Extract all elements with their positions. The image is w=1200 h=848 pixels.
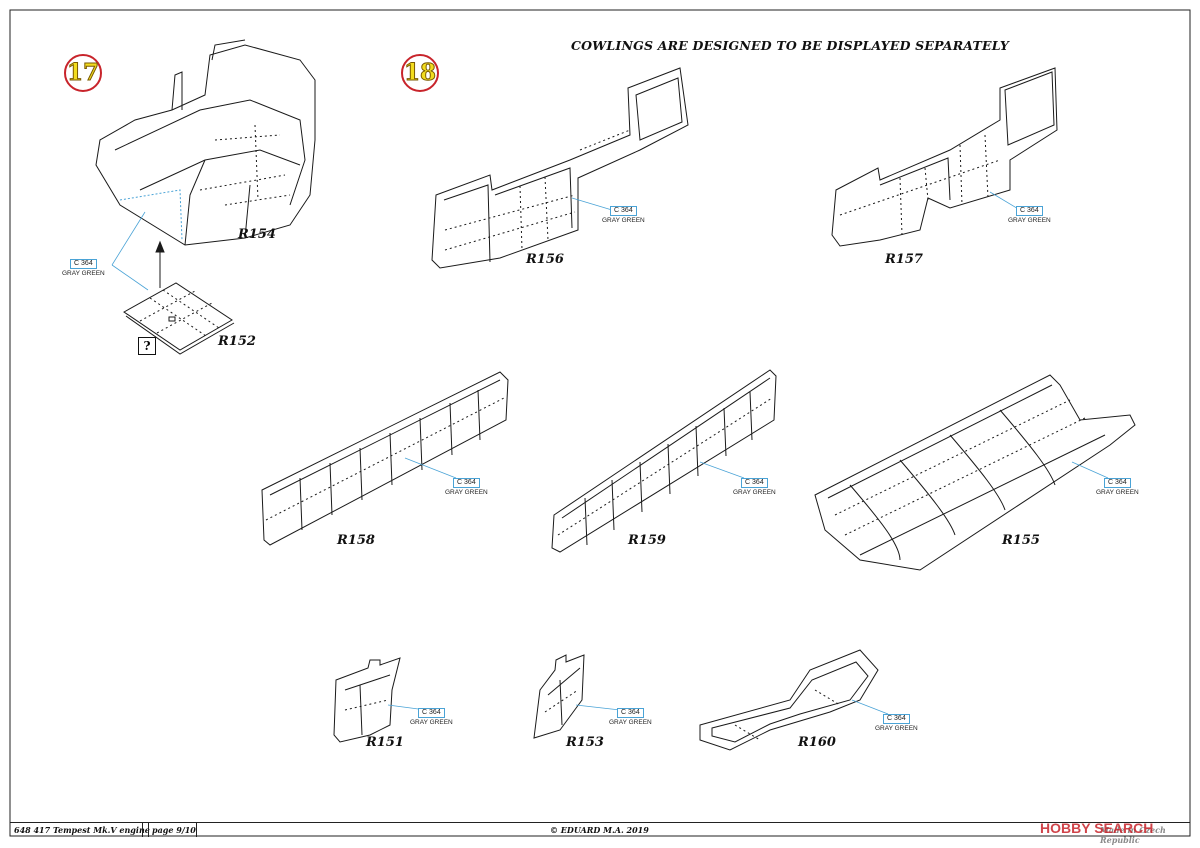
part-label-r154: R154	[238, 227, 276, 242]
part-r153-drawing	[533, 654, 585, 739]
paint-callout: C 364 GRAY GREEN	[1008, 204, 1051, 225]
footer-page: page 9/10	[152, 825, 196, 835]
part-r154-drawing	[95, 39, 316, 246]
paint-callout: C 364 GRAY GREEN	[62, 257, 105, 278]
part-r157-drawing	[831, 67, 1058, 247]
paint-code: C 364	[418, 708, 445, 718]
paint-callout: C 364 GRAY GREEN	[445, 476, 488, 497]
step-number-badge: 17	[64, 54, 102, 92]
paint-callout: C 364 GRAY GREEN	[602, 204, 645, 225]
paint-code: C 364	[1016, 206, 1043, 216]
footer-divider	[148, 823, 149, 837]
footer-divider	[196, 823, 197, 837]
header-note: COWLINGS ARE DESIGNED TO BE DISPLAYED SE…	[570, 38, 1010, 53]
paint-name: GRAY GREEN	[410, 719, 453, 726]
part-label-r151: R151	[366, 735, 404, 750]
unknown-part-box: ?	[138, 337, 156, 355]
watermark-text: HOBBY SEARCH	[1040, 820, 1154, 836]
part-label-r153: R153	[566, 735, 604, 750]
part-label-r152: R152	[218, 334, 256, 349]
paint-code: C 364	[610, 206, 637, 216]
part-label-r156: R156	[526, 252, 564, 267]
leader-line	[571, 197, 613, 211]
part-label-r158: R158	[337, 533, 375, 548]
watermark-logo: HOBBY SEARCH	[1040, 820, 1153, 836]
step-number-badge: 18	[401, 54, 439, 92]
leader-line	[699, 461, 745, 479]
leader-line	[404, 457, 457, 479]
paint-name: GRAY GREEN	[62, 270, 105, 277]
paint-name: GRAY GREEN	[733, 489, 776, 496]
paint-callout: C 364 GRAY GREEN	[1096, 476, 1139, 497]
paint-callout: C 364 GRAY GREEN	[410, 706, 453, 727]
paint-code: C 364	[453, 478, 480, 488]
footer-divider	[142, 823, 143, 837]
part-label-r160: R160	[798, 735, 836, 750]
paint-callout: C 364 GRAY GREEN	[733, 476, 776, 497]
footer-product: 648 417 Tempest Mk.V engine	[14, 825, 150, 835]
leader-line	[851, 699, 889, 715]
part-label-r159: R159	[628, 533, 666, 548]
paint-code: C 364	[1104, 478, 1131, 488]
part-label-r157: R157	[885, 252, 923, 267]
paint-name: GRAY GREEN	[445, 489, 488, 496]
leader-line	[989, 191, 1021, 211]
paint-name: GRAY GREEN	[1008, 217, 1051, 224]
part-r156-drawing	[431, 67, 689, 269]
part-r159-drawing	[551, 369, 777, 553]
paint-callout: C 364 GRAY GREEN	[609, 706, 652, 727]
part-label-r155: R155	[1002, 533, 1040, 548]
paint-name: GRAY GREEN	[602, 217, 645, 224]
footer-origin: Made in Czech Republic	[1100, 825, 1166, 845]
paint-code: C 364	[617, 708, 644, 718]
part-r158-drawing	[261, 371, 509, 546]
paint-name: GRAY GREEN	[1096, 489, 1139, 496]
part-r151-drawing	[333, 657, 401, 743]
part-r152-drawing	[123, 282, 235, 355]
leader-line	[1071, 461, 1109, 479]
paint-callout: C 364 GRAY GREEN	[875, 712, 918, 733]
paint-name: GRAY GREEN	[875, 725, 918, 732]
leader-line	[575, 704, 621, 711]
paint-name: GRAY GREEN	[609, 719, 652, 726]
footer-bar: 648 417 Tempest Mk.V engine page 9/10 © …	[10, 822, 1190, 845]
paint-code: C 364	[70, 259, 97, 269]
part-r160-drawing	[699, 649, 879, 751]
page-frame	[9, 9, 1191, 837]
paint-code: C 364	[741, 478, 768, 488]
leader-line	[111, 211, 149, 291]
footer-copyright: © EDUARD M.A. 2019	[550, 825, 649, 835]
paint-code: C 364	[883, 714, 910, 724]
part-r155-drawing	[814, 374, 1136, 571]
